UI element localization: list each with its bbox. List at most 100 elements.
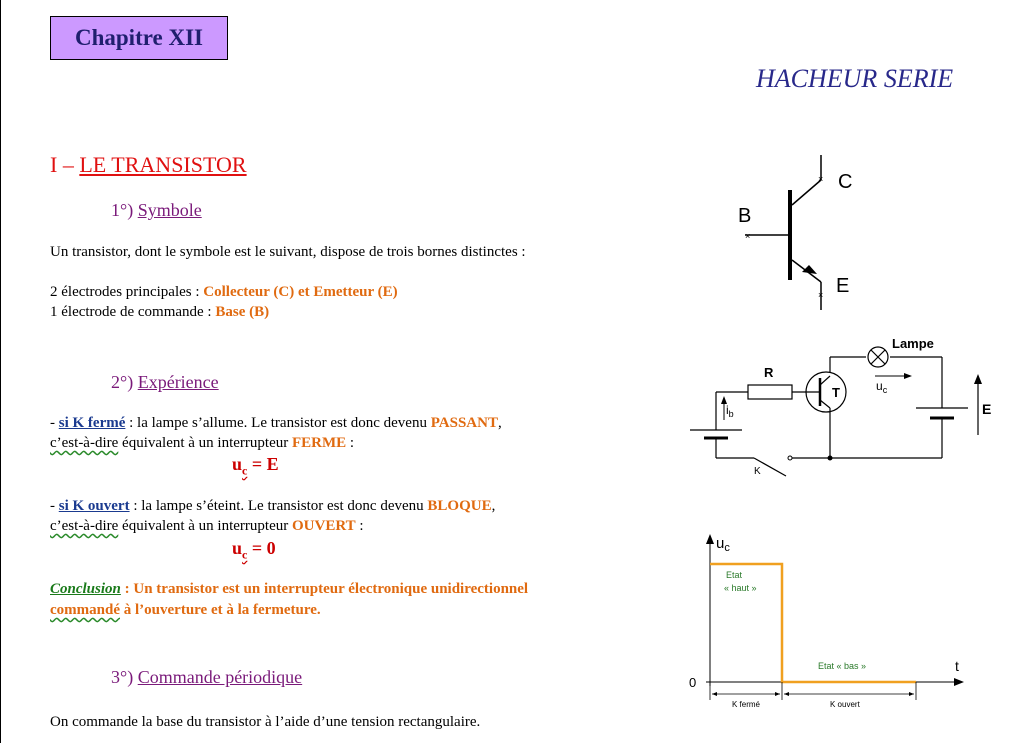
formula-uc-e: uc = E xyxy=(232,454,279,479)
ferme-text: : la lampe s’allume. Le transistor est d… xyxy=(125,415,431,431)
transistor-symbol-figure: × × × C B E xyxy=(738,155,852,310)
subsection-number: 1°) xyxy=(111,200,138,220)
k-ouvert-label: K ouvert xyxy=(830,700,861,709)
subsection-title: Expérience xyxy=(137,372,219,392)
formula-uc-0: uc = 0 xyxy=(232,538,276,563)
electrode-command-value: Base (B) xyxy=(215,304,270,320)
ouvert-line-1: - si K ouvert : la lampe s’éteint. Le tr… xyxy=(50,498,495,515)
electrode-command-prefix: 1 électrode de commande : xyxy=(50,304,216,320)
ouvert-switch: OUVERT xyxy=(291,518,356,534)
conclusion-text: Un transistor est un interrupteur électr… xyxy=(133,581,529,597)
chapter-badge: Chapitre XII xyxy=(50,16,228,60)
chapter-label: Chapitre XII xyxy=(74,25,203,50)
commande-text: On commande la base du transistor à l’ai… xyxy=(50,714,481,730)
cad-text: c’est-à-dire xyxy=(50,518,119,534)
emitter-cross: × xyxy=(818,290,823,300)
y-axis-arrow-icon xyxy=(706,534,714,544)
conclusion-sep: : xyxy=(120,581,134,597)
conclusion-commande: commandé xyxy=(50,602,120,618)
arrowhead-icon xyxy=(909,692,914,696)
uc-graph: uc t 0 Etat « haut » Etat « bas » K ferm… xyxy=(689,534,964,709)
subsection-number: 3°) xyxy=(111,667,138,687)
etat-haut-line2: « haut » xyxy=(724,583,757,593)
electrodes-line-1: 2 électrodes principales : Collecteur (C… xyxy=(50,284,398,301)
ouvert-colon: : xyxy=(355,518,364,534)
subsection-title: Symbole xyxy=(137,200,202,220)
ouvert-line-2: c’est-à-dire équivalent à un interrupteu… xyxy=(50,518,364,535)
ferme-end: , xyxy=(497,415,502,431)
switch-k-icon xyxy=(753,457,787,477)
arrowhead-icon xyxy=(712,692,717,696)
circuit-diagram: Lampe E T uc R ib K xyxy=(690,336,991,477)
signal-trace xyxy=(710,562,916,684)
e-label: E xyxy=(982,401,991,417)
k-label: K xyxy=(754,466,761,477)
bullet-dash: - xyxy=(50,415,59,431)
label-b: B xyxy=(738,205,751,227)
lamp-cross xyxy=(870,349,886,365)
section-title: LE TRANSISTOR xyxy=(79,152,247,177)
ouvert-state: BLOQUE xyxy=(427,498,492,514)
electrodes-line-2: 1 électrode de commande : Base (B) xyxy=(50,304,269,321)
formula-rest: = E xyxy=(247,454,279,474)
symbole-intro: Un transistor, dont le symbole est le su… xyxy=(50,244,526,260)
subsection-symbole-heading: 1°) Symbole xyxy=(111,200,202,221)
y-axis-label: uc xyxy=(716,535,730,554)
y-label-sub: c xyxy=(724,542,730,554)
resistor-icon xyxy=(747,384,793,400)
collector-diagonal xyxy=(791,179,822,206)
ferme-condition: si K fermé xyxy=(58,415,126,431)
switch-contact xyxy=(787,455,793,461)
uc-main: u xyxy=(876,379,883,393)
uc-arrow-icon xyxy=(904,373,912,379)
collector-cross: × xyxy=(818,174,823,184)
ferme-state: PASSANT xyxy=(430,415,498,431)
ferme-colon: : xyxy=(346,435,355,451)
subsection-commande-heading: 3°) Commande périodique xyxy=(111,667,302,688)
subsection-experience-heading: 2°) Expérience xyxy=(111,372,219,393)
label-c: C xyxy=(838,171,852,193)
ouvert-text: : la lampe s’éteint. Le transistor est d… xyxy=(129,498,428,514)
electrodes-value: Collecteur (C) et Emetteur (E) xyxy=(203,284,398,300)
uc-sub: c xyxy=(883,385,888,395)
electrodes-prefix: 2 électrodes principales : xyxy=(50,284,204,300)
ib-main: i xyxy=(726,403,729,417)
ferme-line-2: c’est-à-dire équivalent à un interrupteu… xyxy=(50,435,354,452)
uc-label: uc xyxy=(876,379,888,395)
origin-label: 0 xyxy=(689,675,696,690)
label-e: E xyxy=(836,275,849,297)
ferme-switch: FERME xyxy=(291,435,347,451)
ib-label: ib xyxy=(726,403,734,419)
e-arrow-icon xyxy=(974,374,982,384)
etat-haut-line1: Etat xyxy=(726,570,743,580)
x-axis-arrow-icon xyxy=(954,678,964,686)
base-cross: × xyxy=(745,231,750,241)
transistor-emitter xyxy=(819,399,831,409)
lamp-label: Lampe xyxy=(892,336,934,351)
formula-u: u xyxy=(232,454,243,474)
ouvert-end: , xyxy=(491,498,496,514)
arrowhead-icon xyxy=(775,692,780,696)
ferme-text-2: équivalent à un interrupteur xyxy=(118,435,292,451)
page-left-border xyxy=(0,0,1,743)
cad-text: c’est-à-dire xyxy=(50,435,119,451)
x-axis-label: t xyxy=(955,658,959,674)
ib-arrow-icon xyxy=(721,396,727,404)
section-number: I – xyxy=(50,152,80,177)
t-label: T xyxy=(832,385,840,400)
ib-sub: b xyxy=(729,409,734,419)
transistor-collector xyxy=(819,375,831,386)
etat-bas-label: Etat « bas » xyxy=(818,661,866,671)
bullet-dash: - xyxy=(50,498,59,514)
ouvert-text-2: équivalent à un interrupteur xyxy=(118,518,292,534)
formula-u: u xyxy=(232,538,243,558)
formula-sub: c xyxy=(242,463,248,478)
formula-sub: c xyxy=(242,547,248,562)
conclusion-text-2: à l’ouverture et à la fermeture. xyxy=(120,602,321,618)
conclusion-line-1: Conclusion : Un transistor est un interr… xyxy=(50,581,528,598)
section-heading: I – LE TRANSISTOR xyxy=(50,152,247,178)
formula-rest: = 0 xyxy=(247,538,276,558)
k-ferme-label: K fermé xyxy=(732,700,761,709)
arrowhead-icon xyxy=(784,692,789,696)
subsection-number: 2°) xyxy=(111,372,138,392)
